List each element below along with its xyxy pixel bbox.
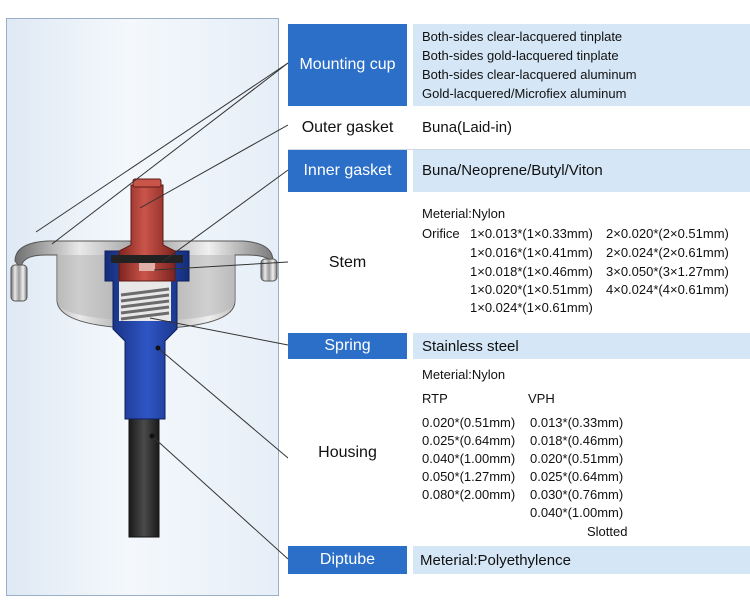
- value-mounting-cup: Both-sides clear-lacquered tinplate Both…: [413, 24, 750, 106]
- spring-shape: [120, 287, 170, 321]
- label-mounting-cup: Mounting cup: [288, 24, 407, 106]
- spring-value: Stainless steel: [422, 338, 519, 355]
- outer-gasket-label: Outer gasket: [301, 119, 394, 136]
- inner-gasket-value: Buna/Neoprene/Butyl/Viton: [422, 162, 603, 179]
- mounting-cup-value-2: Both-sides gold-lacquered tinplate: [422, 48, 619, 63]
- stem-orifice-1: 1×0.013*(1×0.33mm): [470, 226, 593, 241]
- stem-orifice-8: 3×0.050*(3×1.27mm): [606, 264, 729, 279]
- mounting-cup-value-3: Both-sides clear-lacquered aluminum: [422, 67, 637, 82]
- value-diptube: Meterial:Polyethylence: [413, 546, 750, 574]
- mounting-cup-label: Mounting cup: [299, 56, 396, 73]
- label-housing: Housing: [288, 362, 407, 544]
- label-diptube: Diptube: [288, 546, 407, 574]
- mounting-cup-value-4: Gold-lacquered/Microfiex aluminum: [422, 86, 627, 101]
- label-spring: Spring: [288, 333, 407, 359]
- label-outer-gasket: Outer gasket: [288, 108, 407, 148]
- stem-orifice-3: 1×0.018*(1×0.46mm): [470, 264, 593, 279]
- diptube-value: Meterial:Polyethylence: [420, 552, 571, 569]
- spring-label: Spring: [324, 337, 371, 354]
- housing-vph-2: 0.018*(0.46mm): [530, 433, 624, 448]
- diptube-label: Diptube: [319, 551, 376, 568]
- stem-orifice-9: 4×0.024*(4×0.61mm): [606, 282, 729, 297]
- value-inner-gasket: Buna/Neoprene/Butyl/Viton: [413, 150, 750, 192]
- inner-gasket-shape: [111, 255, 183, 263]
- stem-material: Meterial:Nylon: [422, 206, 506, 221]
- housing-rtp-3: 0.040*(1.00mm): [422, 451, 516, 466]
- valve-cutaway-drawing: [10, 178, 278, 538]
- label-inner-gasket: Inner gasket: [288, 150, 407, 192]
- housing-vph-3: 0.020*(0.51mm): [530, 451, 624, 466]
- housing-rtp-2: 0.025*(0.64mm): [422, 433, 516, 448]
- housing-material: Meterial:Nylon: [422, 367, 506, 382]
- stem-label: Stem: [328, 254, 367, 271]
- valve-illustration: [6, 18, 279, 596]
- row-divider: [288, 149, 750, 150]
- stem-orifice-label: Orifice: [422, 226, 460, 241]
- housing-vph-4: 0.025*(0.64mm): [530, 469, 624, 484]
- housing-vph-5: 0.030*(0.76mm): [530, 487, 624, 502]
- stem-orifice-6: 2×0.020*(2×0.51mm): [606, 226, 729, 241]
- mounting-cup-value-1: Both-sides clear-lacquered tinplate: [422, 29, 623, 44]
- label-stem: Stem: [288, 196, 407, 330]
- stem-orifice-2: 1×0.016*(1×0.41mm): [470, 245, 593, 260]
- stem-orifice-7: 2×0.024*(2×0.61mm): [606, 245, 729, 260]
- housing-label: Housing: [318, 444, 377, 461]
- stem-shape: [118, 178, 176, 282]
- value-stem: Meterial:Nylon Orifice 1×0.013*(1×0.33mm…: [413, 196, 750, 330]
- housing-vph-header: VPH: [528, 391, 555, 406]
- value-spring: Stainless steel: [413, 333, 750, 359]
- housing-vph-7: Slotted: [587, 524, 628, 539]
- outer-gasket-value: Buna(Laid-in): [422, 119, 513, 136]
- inner-gasket-label: Inner gasket: [303, 162, 392, 179]
- value-outer-gasket: Buna(Laid-in): [413, 108, 750, 148]
- housing-vph-6: 0.040*(1.00mm): [530, 505, 624, 520]
- housing-rtp-5: 0.080*(2.00mm): [422, 487, 516, 502]
- stem-orifice-4: 1×0.020*(1×0.51mm): [470, 282, 593, 297]
- housing-rtp-1: 0.020*(0.51mm): [422, 415, 516, 430]
- housing-vph-1: 0.013*(0.33mm): [530, 415, 624, 430]
- housing-rtp-4: 0.050*(1.27mm): [422, 469, 516, 484]
- value-housing: Meterial:Nylon RTP VPH 0.020*(0.51mm) 0.…: [413, 362, 750, 544]
- housing-rtp-header: RTP: [422, 391, 448, 406]
- stem-orifice-5: 1×0.024*(1×0.61mm): [470, 300, 593, 315]
